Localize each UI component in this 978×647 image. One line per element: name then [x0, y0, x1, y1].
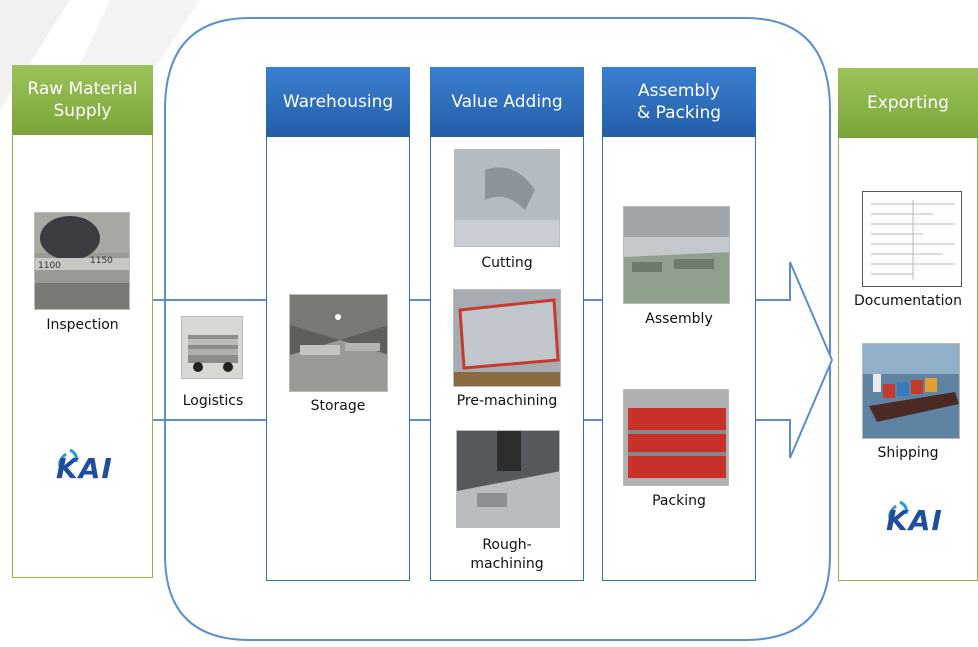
cutting-photo: [454, 149, 560, 247]
documentation-photo: [862, 191, 962, 287]
packing-label: Packing: [652, 493, 706, 509]
exporting-column: [838, 68, 978, 581]
shipping-photo: [862, 343, 960, 439]
kai-logo-text: KAI: [886, 504, 943, 537]
packing-photo: [623, 389, 729, 486]
rough-machining-label: Rough- machining: [470, 537, 544, 572]
warehousing-header: Warehousing: [266, 67, 410, 137]
kai-logo-left: KAI: [52, 448, 122, 503]
kai-logo-right: KAI: [882, 500, 952, 555]
assembly-photo: [623, 206, 730, 304]
pre-machining-photo: [453, 289, 561, 387]
svg-text:1150: 1150: [90, 256, 113, 266]
exporting-header: Exporting: [838, 68, 978, 138]
logistics-photo: [181, 316, 243, 379]
inspection-label: Inspection: [46, 317, 119, 333]
shipping-label: Shipping: [877, 445, 939, 461]
storage-photo: [289, 294, 388, 392]
pre-machining-label: Pre-machining: [456, 393, 558, 409]
cutting-label: Cutting: [481, 255, 533, 271]
assembly-packing-header: Assembly & Packing: [602, 67, 756, 137]
raw-material-header: Raw Material Supply: [12, 65, 153, 135]
documentation-label: Documentation: [854, 293, 962, 309]
inspection-photo: 1100 1150: [34, 212, 130, 310]
value-adding-header: Value Adding: [430, 67, 584, 137]
storage-label: Storage: [310, 398, 366, 414]
kai-logo-text: KAI: [56, 452, 113, 485]
raw-material-column: [12, 65, 153, 578]
logistics-label: Logistics: [182, 393, 244, 409]
svg-text:1100: 1100: [38, 261, 61, 271]
rough-machining-photo: [456, 430, 560, 528]
assembly-label: Assembly: [645, 311, 713, 327]
assembly-packing-column: [602, 67, 756, 581]
